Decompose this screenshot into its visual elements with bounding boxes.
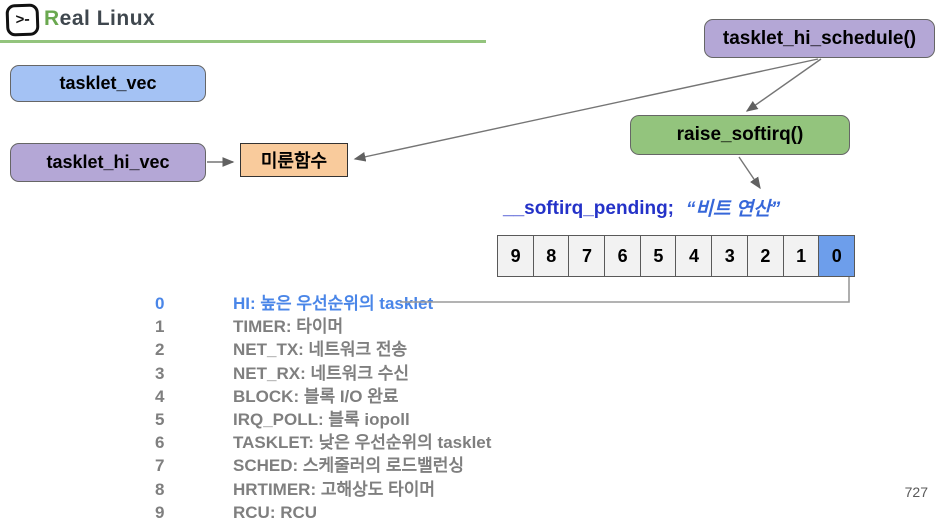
bit-cell-6: 6 <box>604 235 642 277</box>
bit-cell-1: 1 <box>782 235 820 277</box>
list-item-number: 7 <box>155 456 165 476</box>
list-item-label: HRTIMER: 고해상도 타이머 <box>233 479 436 499</box>
list-item-label: NET_TX: 네트워크 전송 <box>233 340 408 360</box>
list-item-timer: 1 TIMER: 타이머 <box>155 315 635 338</box>
list-item-net-tx: 2 NET_TX: 네트워크 전송 <box>155 338 635 361</box>
list-item-hi: 0 HI: 높은 우선순위의 tasklet <box>155 292 635 315</box>
list-item-label: TASKLET: 낮은 우선순위의 tasklet <box>233 433 492 453</box>
list-item-number: 4 <box>155 386 165 406</box>
list-item-number: 5 <box>155 409 165 429</box>
tasklet-vec-label: tasklet_vec <box>59 73 157 93</box>
list-item-hrtimer: 8 HRTIMER: 고해상도 타이머 <box>155 478 635 501</box>
list-item-number: 9 <box>155 502 165 522</box>
softirq-pending-label: __softirq_pending; <box>503 198 675 219</box>
list-item-label: NET_RX: 네트워크 수신 <box>233 363 410 383</box>
page-number: 727 <box>904 484 928 500</box>
tasklet-hi-schedule-box: tasklet_hi_schedule() <box>704 19 935 58</box>
brand-initial: R <box>44 7 60 30</box>
list-item-block: 4 BLOCK: 블록 I/O 완료 <box>155 385 635 408</box>
bit-cell-2: 2 <box>746 235 784 277</box>
raise-softirq-box: raise_softirq() <box>630 115 850 155</box>
softirq-pending-bit-row: 9 8 7 6 5 4 3 2 1 0 <box>497 235 856 277</box>
list-item-label: IRQ_POLL: 블록 iopoll <box>233 409 410 429</box>
bit-cell-0-highlighted: 0 <box>818 235 856 277</box>
tasklet-hi-vec-box: tasklet_hi_vec <box>10 143 206 182</box>
list-item-irq-poll: 5 IRQ_POLL: 블록 iopoll <box>155 408 635 431</box>
list-item-label: BLOCK: 블록 I/O 완료 <box>233 386 399 406</box>
bit-cell-5: 5 <box>639 235 677 277</box>
list-item-number: 8 <box>155 479 165 499</box>
list-item-net-rx: 3 NET_RX: 네트워크 수신 <box>155 362 635 385</box>
list-item-number: 2 <box>155 340 165 360</box>
bit-cell-8: 8 <box>532 235 570 277</box>
list-item-number: 1 <box>155 317 165 337</box>
terminal-prompt-glyph: >- <box>15 11 30 29</box>
bit-cell-7: 7 <box>568 235 606 277</box>
list-item-number: 3 <box>155 363 165 383</box>
arrow-hi-schedule-to-raise-softirq <box>745 58 822 112</box>
bit-operation-note: “비트 연산” <box>686 199 781 220</box>
list-item-label: SCHED: 스케줄러의 로드밸런싱 <box>233 456 465 476</box>
brand-rest: eal Linux <box>59 7 156 30</box>
softirq-type-list: 0 HI: 높은 우선순위의 tasklet 1 TIMER: 타이머 2 NE… <box>155 292 635 524</box>
list-item-tasklet: 6 TASKLET: 낮은 우선순위의 tasklet <box>155 431 635 454</box>
tasklet-hi-vec-label: tasklet_hi_vec <box>46 152 170 172</box>
bit-cell-3: 3 <box>711 235 749 277</box>
list-item-rcu: 9 RCU: RCU <box>155 501 635 524</box>
tasklet-vec-box: tasklet_vec <box>10 65 206 102</box>
brand-title: Real Linux <box>44 7 155 31</box>
tasklet-hi-schedule-label: tasklet_hi_schedule() <box>722 27 917 49</box>
list-item-label: TIMER: 타이머 <box>233 317 344 337</box>
list-item-label: HI: 높은 우선순위의 tasklet <box>233 294 434 313</box>
bit-cell-4: 4 <box>675 235 713 277</box>
arrow-raise-softirq-to-bit-note <box>738 156 761 190</box>
list-item-label: RCU: RCU <box>233 502 318 522</box>
header-divider <box>0 40 486 43</box>
deferred-function-label: 미룬함수 <box>260 151 328 171</box>
raise-softirq-label: raise_softirq() <box>676 124 804 145</box>
list-item-sched: 7 SCHED: 스케줄러의 로드밸런싱 <box>155 454 635 477</box>
list-item-number: 6 <box>155 433 165 453</box>
list-item-number: 0 <box>155 294 165 313</box>
terminal-logo-icon: >- <box>5 3 40 37</box>
bit-cell-9: 9 <box>497 235 535 277</box>
deferred-function-box: 미룬함수 <box>240 143 348 177</box>
